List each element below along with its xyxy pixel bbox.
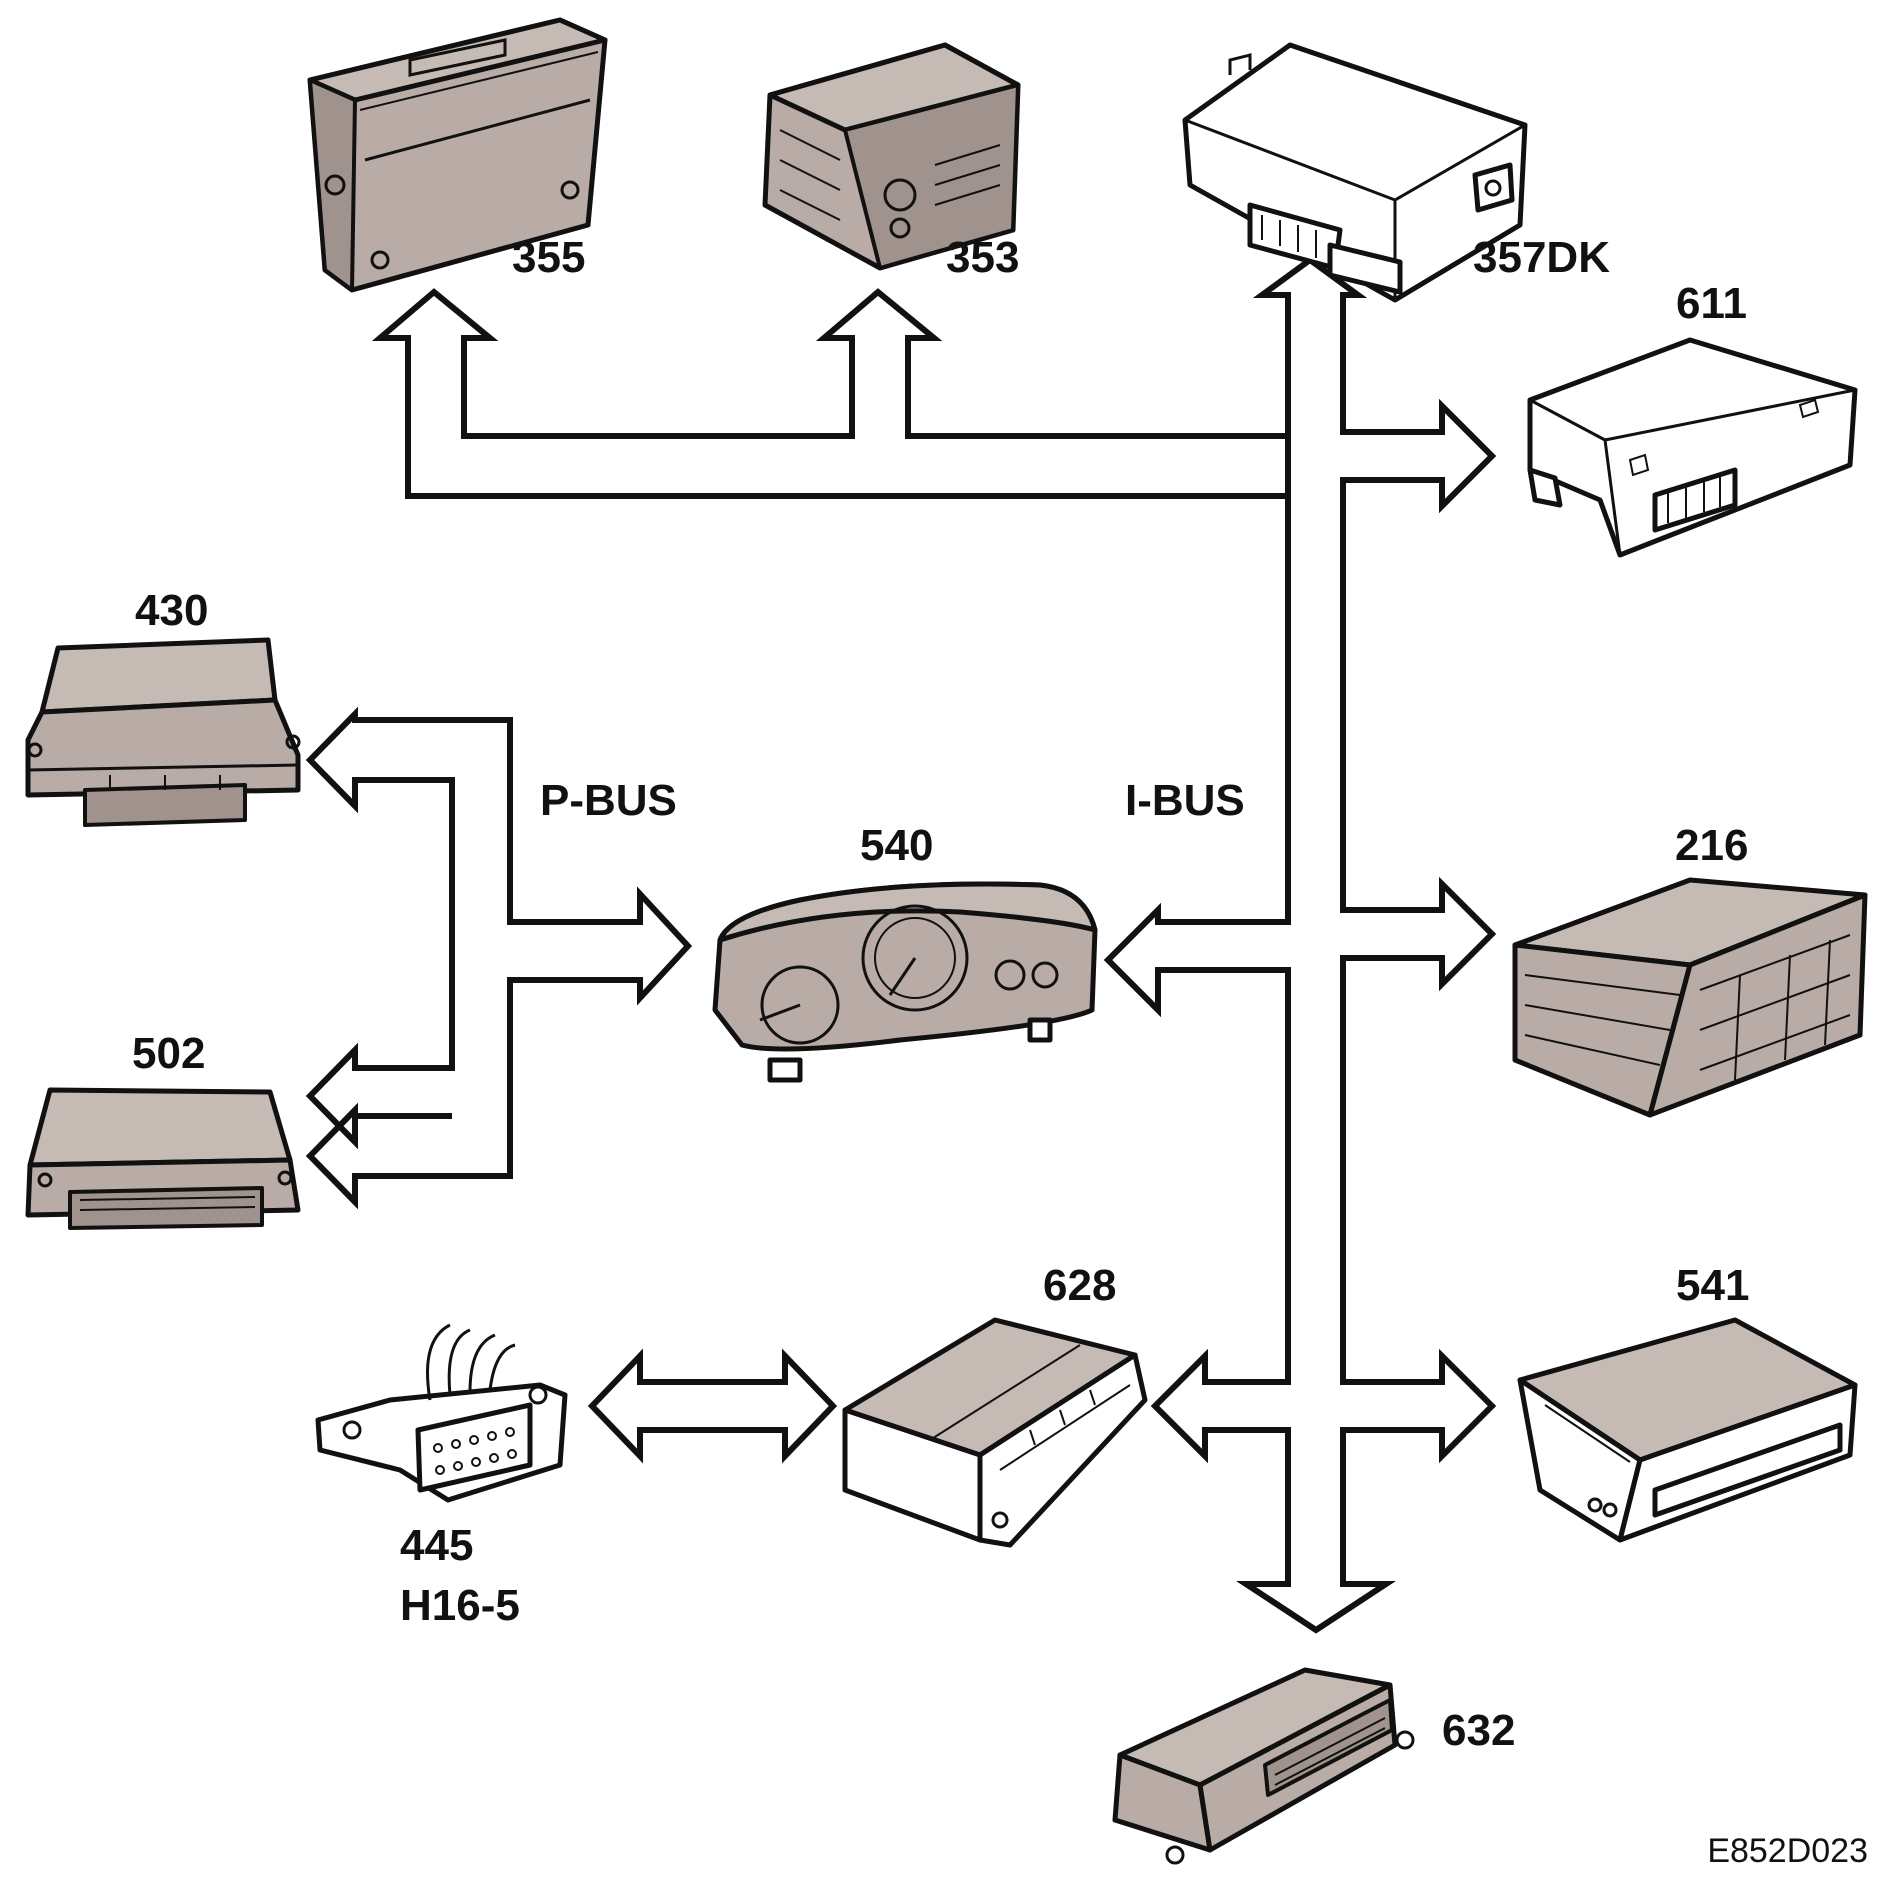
label-357dk: 357DK [1473,233,1610,282]
top-network [371,288,1291,499]
i-bus-arrows [1103,256,1497,1634]
label-611: 611 [1676,279,1747,328]
unit-430 [25,637,301,827]
unit-611 [1527,337,1858,558]
unit-216 [1512,877,1868,1118]
unit-445-connector [315,1323,568,1503]
i-bus-trunk [1103,256,1497,1634]
figure-code: E852D023 [1707,1832,1868,1870]
diag-link-arrow [587,1348,838,1464]
label-i-bus: I-BUS [1125,776,1245,825]
unit-502 [25,1087,301,1230]
label-p-bus: P-BUS [540,776,677,825]
unit-632 [1112,1667,1415,1865]
label-430: 430 [135,586,208,635]
label-445: 445 [400,1521,473,1570]
unit-540 [712,881,1098,1083]
label-632: 632 [1442,1706,1515,1755]
unit-628 [842,1317,1148,1548]
unit-357dk [1182,42,1528,303]
p-bus-trunk [305,706,693,1210]
p-bus-arrows [305,706,693,1210]
label-502: 502 [132,1029,205,1078]
label-355: 355 [512,233,585,282]
label-628: 628 [1043,1261,1116,1310]
unit-353 [762,42,1021,271]
unit-355 [307,17,608,293]
label-353: 353 [946,233,1019,282]
label-540: 540 [860,821,933,870]
label-216: 216 [1675,821,1748,870]
label-h16-5: H16-5 [400,1581,520,1630]
bus-branch-355 [371,288,1291,499]
label-541: 541 [1676,1261,1749,1310]
unit-541 [1517,1317,1858,1543]
